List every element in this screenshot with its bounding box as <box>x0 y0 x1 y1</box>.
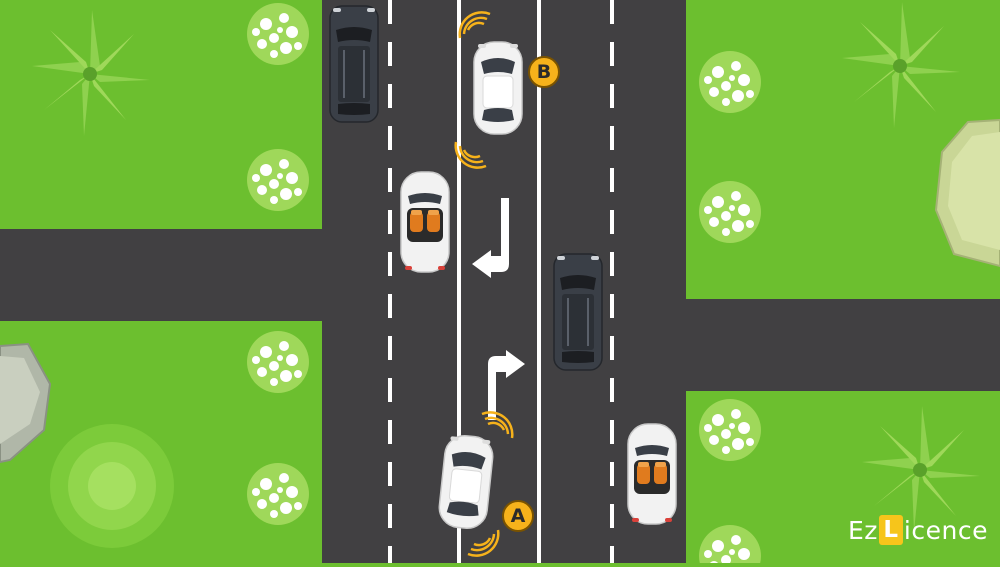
white-sedan-b-icon <box>473 41 523 135</box>
flower-bush-icon <box>247 149 309 211</box>
dark-suv-icon <box>329 5 379 123</box>
white-convertible-icon <box>627 423 677 525</box>
vehicle-b-label: B <box>528 56 560 88</box>
flower-bush-icon <box>699 399 761 461</box>
left-side-road <box>0 229 324 321</box>
vehicle-a-label: A <box>502 500 534 532</box>
flower-bush-icon <box>699 181 761 243</box>
right-side-road <box>684 299 1000 391</box>
rock-icon <box>0 342 52 464</box>
learner-plate-icon: L <box>878 515 903 545</box>
white-convertible-icon <box>400 171 450 273</box>
dark-suv-icon <box>553 253 603 371</box>
white-sedan-a-icon <box>436 432 496 532</box>
round-shrub-icon <box>50 424 174 548</box>
logo-text-start: Ez <box>848 515 878 545</box>
right-turn-arrow <box>488 350 525 420</box>
logo-text-end: icence <box>903 515 988 545</box>
flower-bush-icon <box>247 3 309 65</box>
flower-bush-icon <box>699 51 761 113</box>
left-turn-arrow <box>472 198 509 278</box>
flower-bush-icon <box>247 463 309 525</box>
rock-icon <box>934 118 1000 268</box>
flower-bush-icon <box>247 331 309 393</box>
